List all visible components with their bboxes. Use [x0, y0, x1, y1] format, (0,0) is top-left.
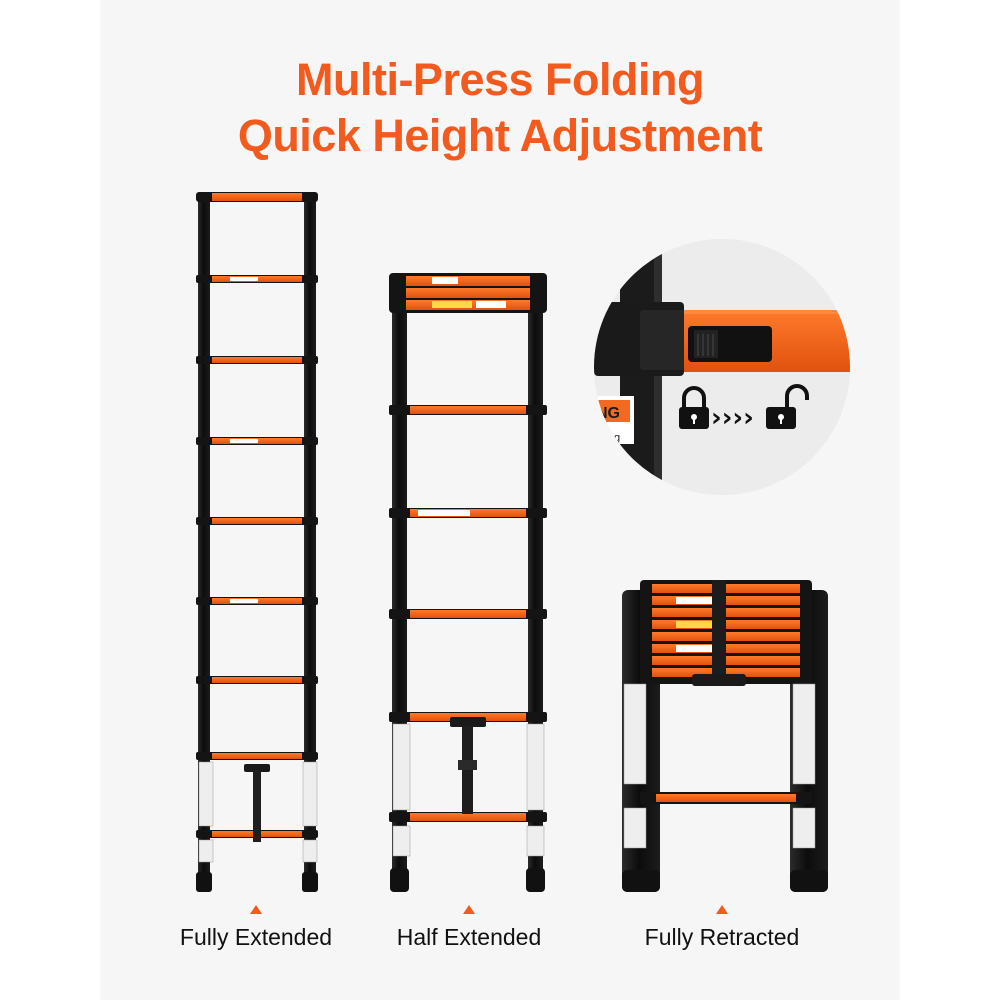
ladder-fully-extended [196, 192, 318, 892]
marker-arrow-3 [716, 905, 728, 914]
title-line-2: Quick Height Adjustment [237, 110, 763, 161]
direction-arrows: ›››› [711, 403, 754, 433]
page-title: Multi-Press Folding Quick Height Adjustm… [0, 52, 1000, 164]
rung-set [389, 405, 547, 822]
lock-open-icon [766, 384, 809, 429]
sticker-subtext: sing [600, 432, 620, 444]
marker-arrow-2 [463, 905, 475, 914]
caption-half-extended: Half Extended [396, 924, 542, 950]
sticker-text: NG [596, 405, 620, 422]
lock-detail-circle: NG sing [594, 239, 850, 495]
left-pole [198, 196, 210, 891]
right-pole [304, 196, 316, 891]
ladder-half-extended [389, 273, 547, 892]
lock-closed-icon [679, 386, 709, 429]
caption-fully-extended: Fully Extended [179, 924, 333, 950]
marker-arrow-1 [250, 905, 262, 914]
rung-set [196, 275, 318, 838]
title-line-1: Multi-Press Folding [295, 54, 705, 105]
ladder-fully-retracted [622, 580, 828, 892]
caption-fully-retracted: Fully Retracted [644, 924, 800, 950]
